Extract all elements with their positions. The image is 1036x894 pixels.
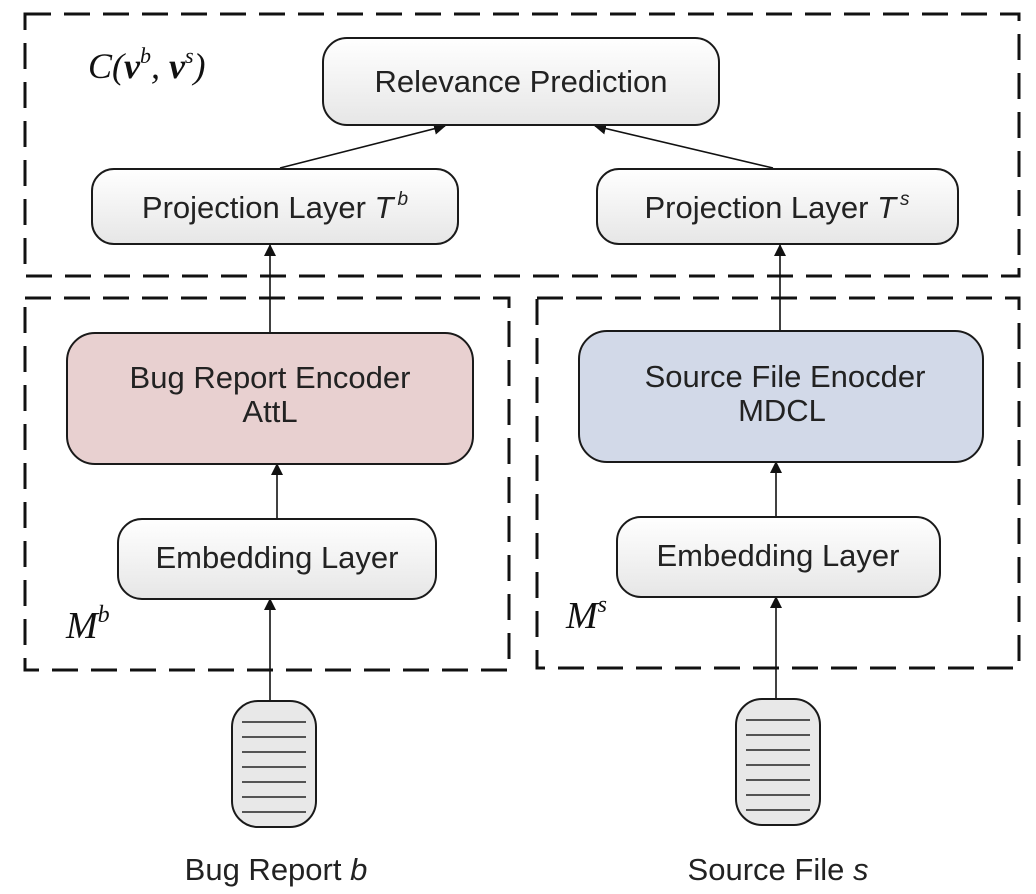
bug-report-module-region	[23, 296, 511, 672]
bug-report-document-icon	[231, 700, 317, 828]
embedding-layer-source-label: Embedding Layer	[657, 538, 900, 573]
source-module-label: Ms	[565, 592, 607, 637]
source-file-encoder-subtitle: MDCL	[738, 393, 826, 428]
embedding-layer-bug-node: Embedding Layer	[117, 518, 437, 600]
source-file-encoder-node: Source File Enocder MDCL	[578, 330, 984, 463]
scoring-function-label: C(vb, vs)	[88, 43, 206, 86]
bug-report-encoder-title: Bug Report Encoder	[130, 360, 411, 395]
source-file-document-icon	[735, 698, 821, 826]
bug-report-encoder-subtitle: AttL	[242, 394, 297, 429]
source-file-encoder-title: Source File Enocder	[645, 359, 926, 394]
arrow-source-projection-to-prediction	[594, 122, 774, 169]
source-file-input-label: Source File s	[688, 852, 869, 887]
relevance-prediction-label: Relevance Prediction	[375, 64, 668, 99]
arrow-bug-projection-to-prediction	[279, 122, 446, 169]
bug-report-input-label: Bug Report b	[185, 852, 368, 887]
bug-report-encoder-node: Bug Report Encoder AttL	[66, 332, 474, 465]
relevance-prediction-node: Relevance Prediction	[322, 37, 720, 126]
embedding-layer-bug-label: Embedding Layer	[156, 540, 399, 575]
embedding-layer-source-node: Embedding Layer	[616, 516, 941, 598]
bug-module-label: Mb	[65, 602, 110, 647]
scoring-region	[23, 12, 1021, 278]
source-file-module-region	[535, 296, 1021, 670]
